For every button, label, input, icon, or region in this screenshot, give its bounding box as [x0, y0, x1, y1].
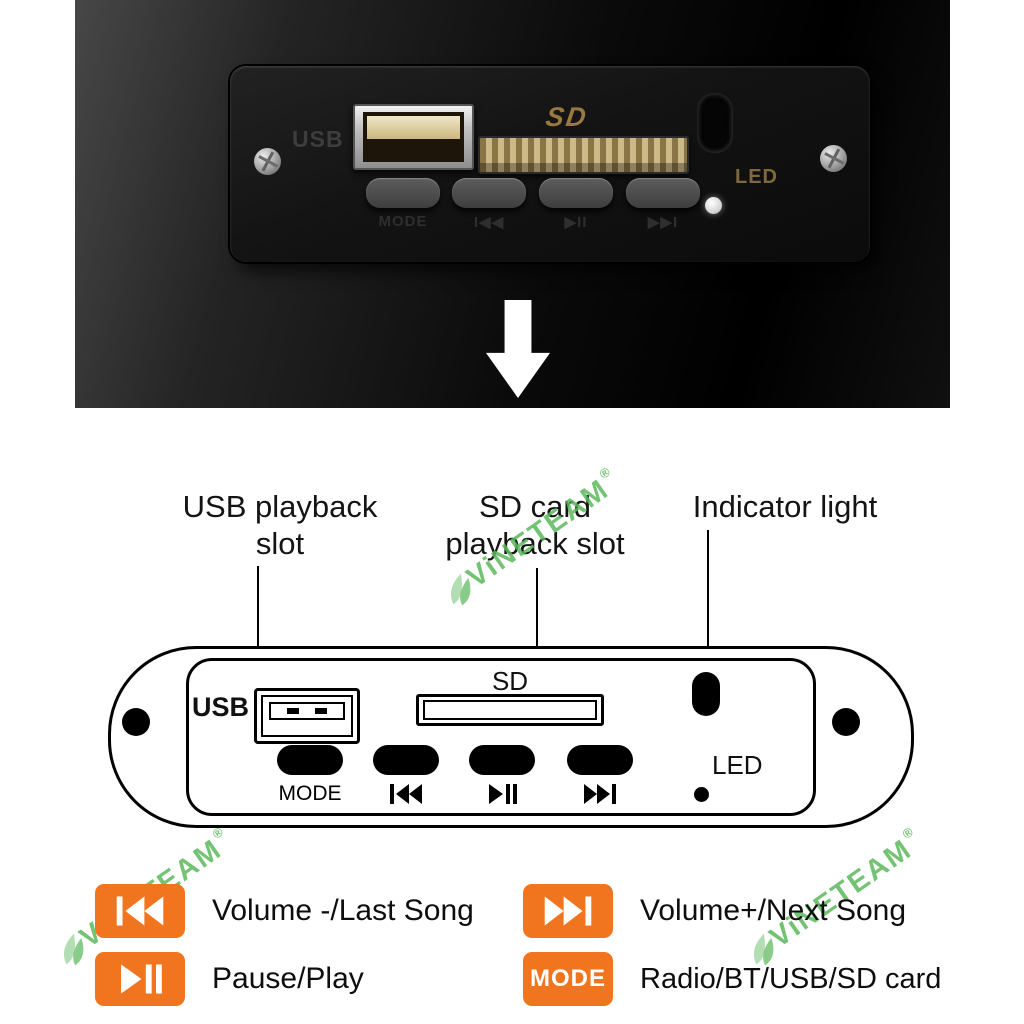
legend-mode-text: Radio/BT/USB/SD card — [640, 962, 942, 995]
diagram-sd-label: SD — [491, 666, 529, 696]
sd-callout-line1: SD card — [479, 489, 591, 524]
diagram-previous-button — [373, 745, 439, 775]
next-track-button — [626, 178, 700, 208]
photo-panel: USB SD LED MODE I◀◀ ▶II ▶▶I — [230, 66, 870, 262]
diagram-usb-opening — [261, 695, 353, 737]
usb-opening — [363, 112, 464, 162]
down-arrow-icon — [486, 300, 550, 398]
leaf-icon — [450, 573, 471, 606]
diagram-play-pause-button — [469, 745, 535, 775]
next-track-icon — [567, 783, 633, 805]
diagram-usb-port — [254, 688, 360, 744]
screw-icon — [254, 148, 281, 175]
play-pause-button-label: ▶II — [564, 214, 588, 231]
diagram-led-label: LED — [712, 750, 763, 780]
diagram-usb-tongue — [269, 702, 345, 720]
usb-tongue — [367, 116, 460, 139]
photo-sd-slot — [478, 136, 689, 174]
legend-next-text: Volume+/Next Song — [640, 894, 907, 927]
next-track-icon — [523, 884, 613, 938]
previous-button-label: I◀◀ — [473, 214, 505, 231]
photo-usb-port — [353, 104, 474, 170]
play-pause-icon — [95, 952, 185, 1006]
mode-button-label: MODE — [378, 213, 428, 230]
sd-callout-line2: playback slot — [445, 526, 625, 562]
indicator-light-slot — [698, 94, 732, 152]
previous-track-button — [452, 178, 526, 208]
photo-usb-label: USB — [292, 126, 344, 152]
mode-badge: MODE — [523, 952, 613, 1006]
mounting-hole-left — [122, 708, 150, 736]
diagram-usb-label: USB — [192, 692, 250, 722]
usb-callout-line — [257, 566, 259, 690]
previous-track-icon — [95, 884, 185, 938]
usb-callout-line1: USB playback — [182, 489, 378, 524]
leaf-icon — [63, 933, 84, 966]
leaf-icon — [753, 933, 774, 966]
sd-callout-label: SD card playback slot — [415, 488, 655, 562]
mounting-hole-right — [832, 708, 860, 736]
indicator-callout-line1: Indicator light — [692, 489, 878, 524]
diagram-sd-slot — [416, 694, 604, 726]
diagram-next-button — [567, 745, 633, 775]
led-dot — [705, 197, 722, 214]
usb-pin — [315, 708, 327, 714]
photo-sd-label: SD — [543, 102, 590, 132]
diagram-sd-slot-inner — [423, 700, 597, 720]
diagram-led-dot — [694, 787, 709, 802]
photo-led-label: LED — [735, 166, 778, 188]
screw-icon — [820, 145, 847, 172]
play-pause-icon — [469, 783, 535, 805]
product-photo: USB SD LED MODE I◀◀ ▶II ▶▶I — [75, 0, 950, 408]
legend-prev-text: Volume -/Last Song — [212, 894, 474, 927]
watermark: ViNETEAM ® — [736, 823, 931, 975]
diagram-panel-outline — [186, 658, 816, 816]
next-button-label: ▶▶I — [647, 214, 679, 231]
legend-play-pause-text: Pause/Play — [212, 962, 364, 995]
sd-callout-line — [536, 568, 538, 694]
mode-button — [366, 178, 440, 208]
diagram-indicator-light — [692, 672, 720, 716]
diagram-mode-label: MODE — [278, 782, 342, 805]
watermark: ViNETEAM ® — [46, 823, 241, 975]
watermark: ViNETEAM ® — [433, 463, 628, 615]
usb-pin — [287, 708, 299, 714]
previous-track-icon — [373, 783, 439, 805]
diagram-board-outline — [108, 646, 914, 828]
usb-callout-line2: slot — [255, 526, 305, 562]
indicator-callout-label: Indicator light — [655, 488, 915, 525]
usb-callout-label: USB playback slot — [160, 488, 400, 562]
play-pause-button — [539, 178, 613, 208]
diagram-mode-button — [277, 745, 343, 775]
indicator-callout-line — [707, 530, 709, 674]
